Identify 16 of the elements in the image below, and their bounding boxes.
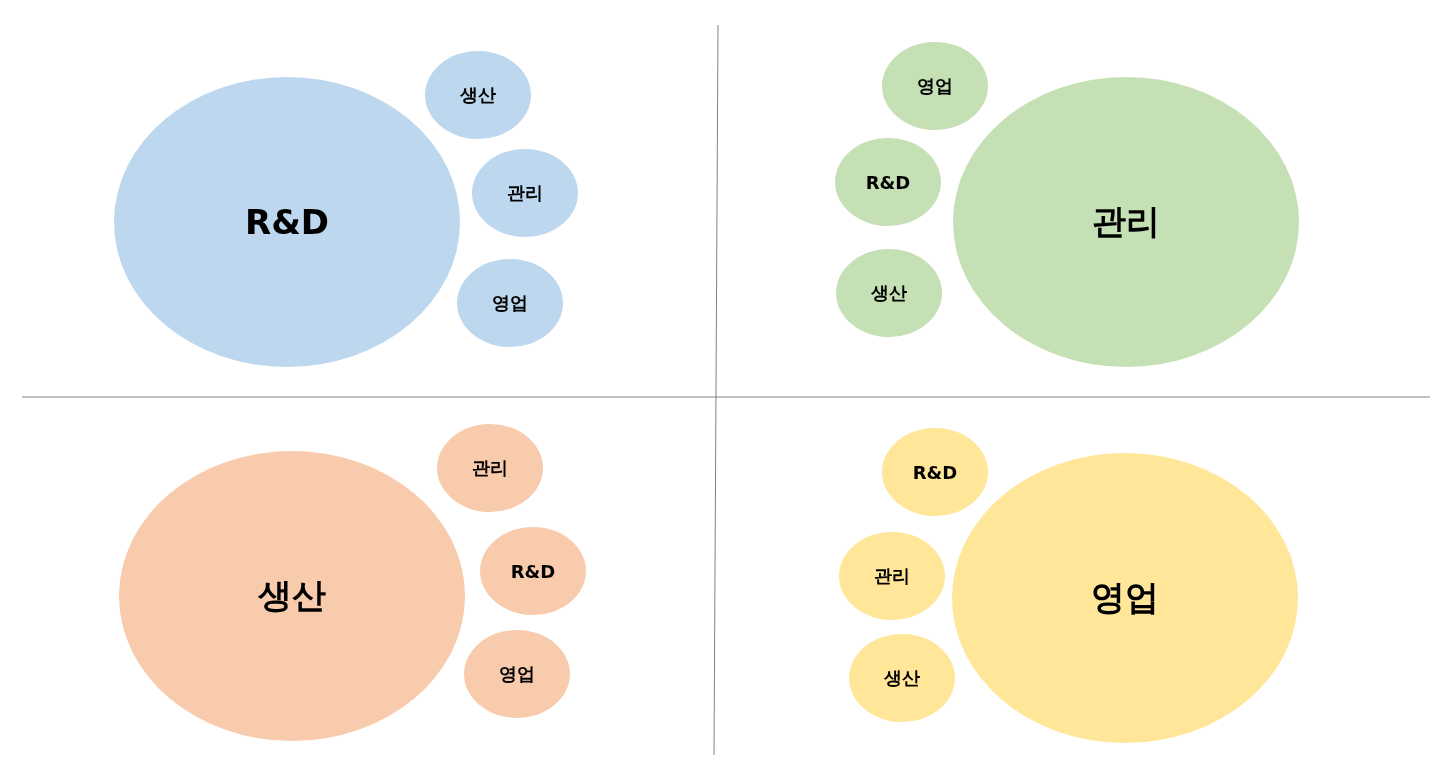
ellipse-label: 영업 bbox=[492, 291, 528, 315]
ellipse-label: 생산 bbox=[884, 666, 920, 690]
ellipse-label: 관리 bbox=[874, 564, 910, 588]
ellipse-label: 관리 bbox=[507, 181, 543, 205]
ellipse-label: 생산 bbox=[871, 281, 907, 305]
ellipse-label: 영업 bbox=[917, 74, 953, 98]
ellipse-label: 생산 bbox=[460, 83, 496, 107]
ellipse-label: R&D bbox=[865, 171, 911, 193]
ellipse-label: R&D bbox=[510, 560, 556, 582]
ellipse-label: 관리 bbox=[1092, 200, 1160, 243]
ellipse-label: 영업 bbox=[1091, 576, 1159, 619]
ellipse-label: 생산 bbox=[258, 574, 326, 617]
ellipse-label: R&D bbox=[912, 461, 958, 483]
ellipse-label: 관리 bbox=[472, 456, 508, 480]
ellipse-label: R&D bbox=[244, 202, 330, 242]
ellipse-label: 영업 bbox=[499, 662, 535, 686]
